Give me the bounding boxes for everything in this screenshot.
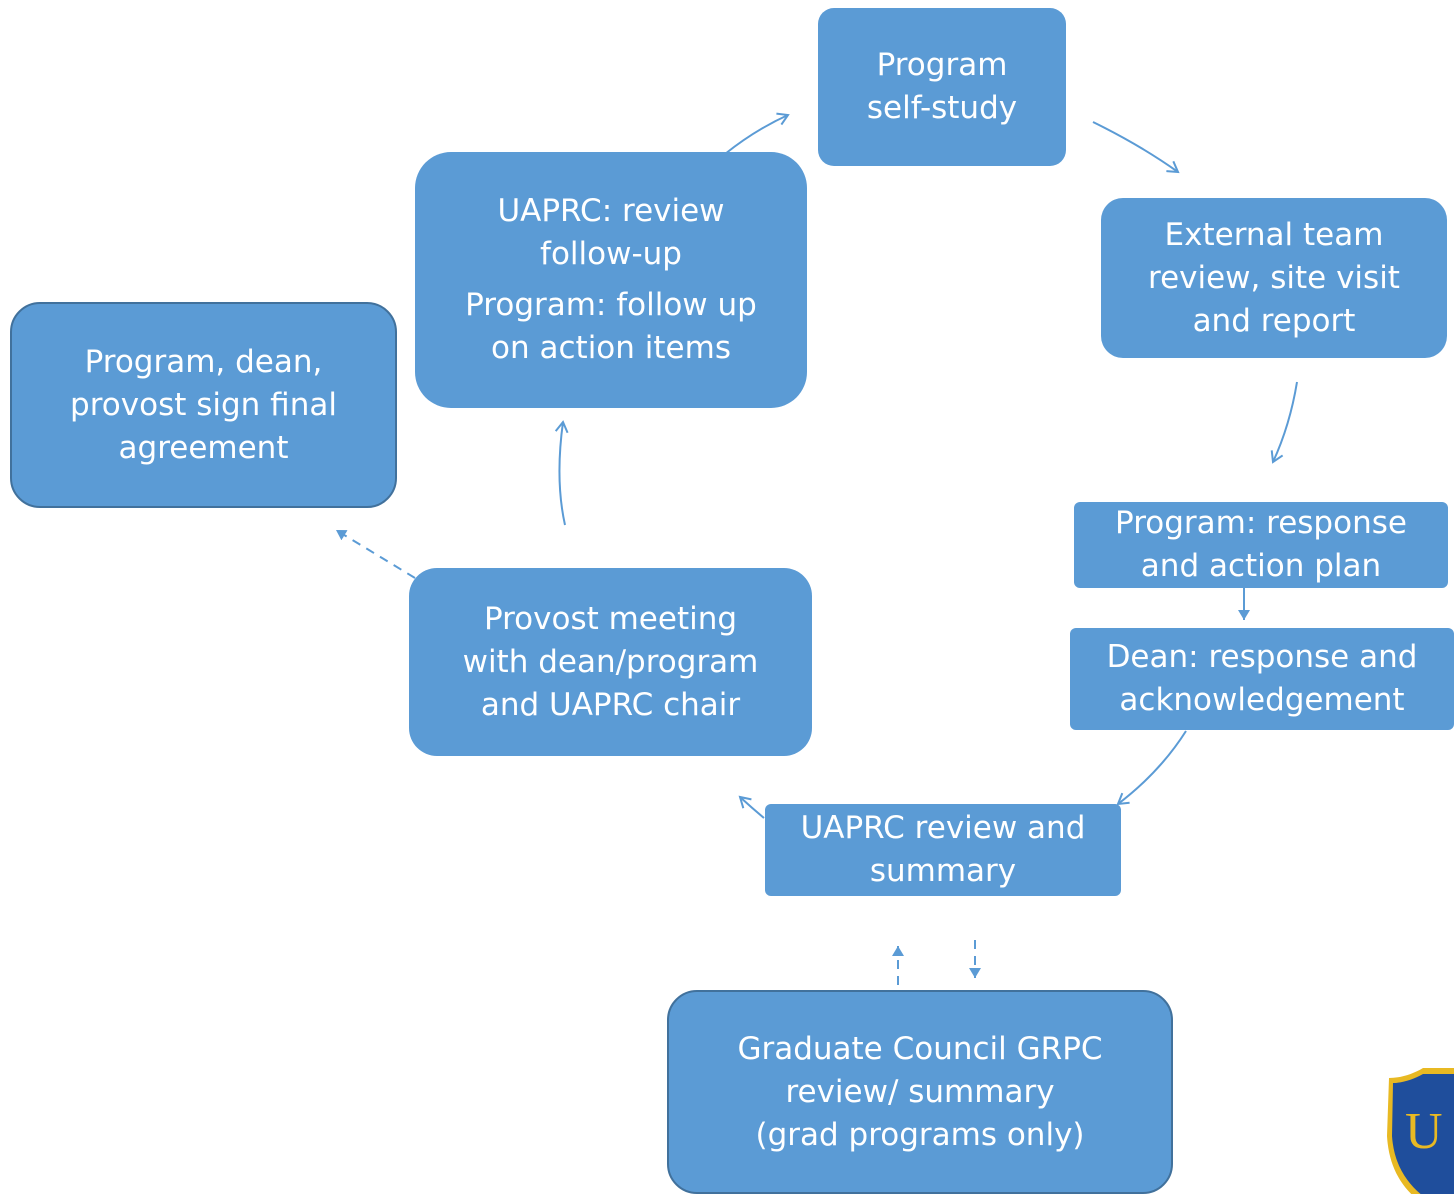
node-text-line: Program, dean, [84, 343, 323, 380]
node-text-line: External team [1164, 216, 1384, 253]
node-text-line: self-study [866, 90, 1018, 126]
arrow-dean-to-uaprc [1116, 730, 1187, 806]
node-text-line: agreement [118, 429, 289, 466]
node-text-line: Program: follow up [465, 287, 757, 323]
node-text-line: Provost meeting [483, 600, 738, 637]
node-text-line: and action plan [1140, 548, 1382, 584]
node-text-line: follow-up [540, 236, 682, 272]
node-text-line: provost sign final [70, 386, 337, 423]
arrow-uaprc-to-provost [738, 795, 765, 819]
university-shield-logo: U [1387, 1068, 1454, 1194]
node-text-line: review/ summary [785, 1073, 1055, 1110]
arrow-selfstudy-to-external [1092, 121, 1180, 174]
node-text-line: UAPRC: review [497, 193, 725, 229]
node-text-line: Dean: response and [1106, 639, 1418, 675]
node-text-line: Graduate Council GRPC [737, 1030, 1103, 1067]
node-external-team-review: External team review, site visit and rep… [1101, 198, 1447, 358]
node-text-line: and UAPRC chair [480, 686, 741, 723]
node-text-line: with dean/program [462, 643, 759, 680]
node-text-line: (grad programs only) [755, 1116, 1085, 1153]
node-program-response: Program: response and action plan [1074, 502, 1448, 588]
node-text-line: review, site visit [1148, 259, 1400, 296]
node-dean-response: Dean: response and acknowledgement [1070, 628, 1454, 730]
node-text-line: acknowledgement [1119, 682, 1405, 718]
node-text-line: UAPRC review and [800, 810, 1086, 846]
node-uaprc-review: UAPRC review and summary [765, 804, 1121, 896]
node-graduate-council-review: Graduate Council GRPC review/ summary (g… [667, 990, 1173, 1194]
node-final-agreement: Program, dean, provost sign final agreem… [10, 302, 397, 508]
node-program-self-study: Program self-study [818, 8, 1066, 166]
logo-letter: U [1405, 1103, 1443, 1160]
arrow-provost-to-signing [335, 529, 416, 579]
node-text-line: summary [869, 853, 1017, 889]
node-text-line: Program [876, 47, 1008, 83]
node-text-line: Program: response [1115, 505, 1407, 541]
arrow-followup-to-selfstudy [724, 112, 790, 155]
arrow-external-to-response [1270, 381, 1298, 464]
node-text-line: on action items [491, 330, 731, 366]
node-uaprc-follow-up: UAPRC: review follow-up Program: follow … [415, 152, 807, 408]
arrow-provost-to-followup [554, 420, 569, 526]
node-provost-meeting: Provost meeting with dean/program and UA… [409, 568, 812, 756]
node-text-line: and report [1192, 302, 1356, 339]
